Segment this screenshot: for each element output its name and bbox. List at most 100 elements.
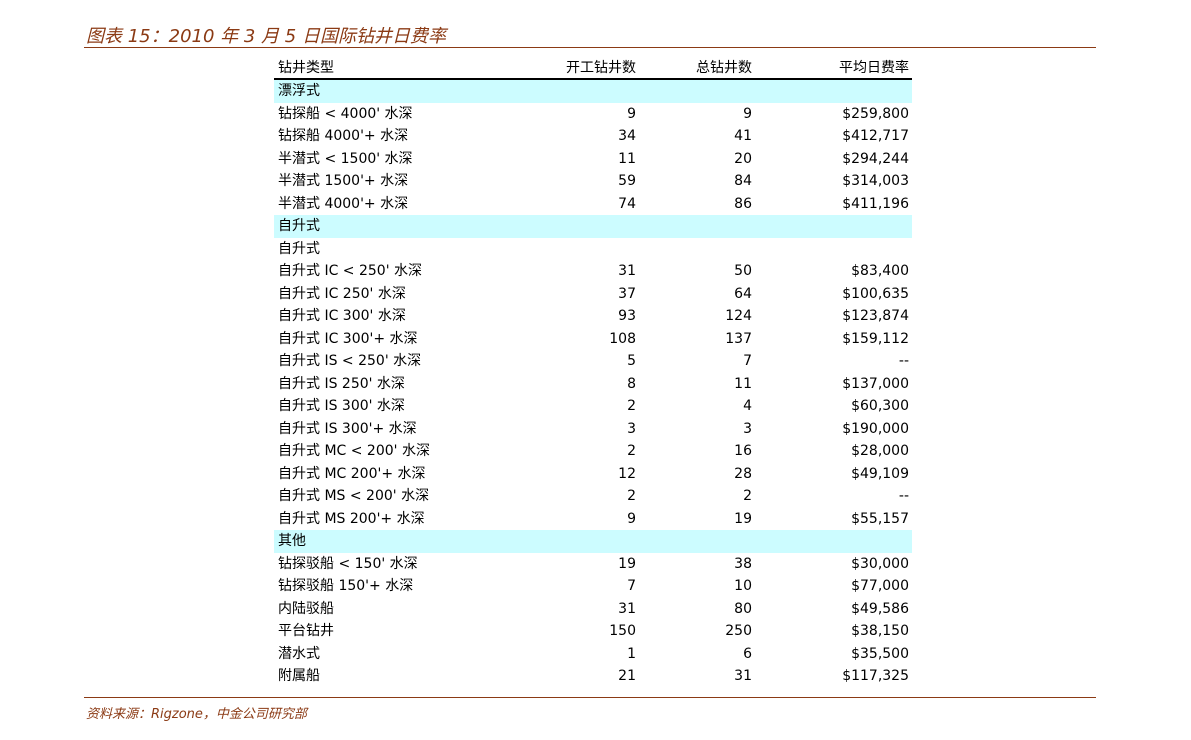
cell-total-rigs: 4 — [743, 398, 752, 415]
cell-total-rigs: 2 — [743, 488, 752, 505]
cell-active-rigs: 59 — [618, 173, 636, 190]
cell-active-rigs: 31 — [618, 263, 636, 280]
cell-rig-type: 自升式 — [278, 240, 320, 257]
cell-avg-day-rate: $190,000 — [842, 420, 909, 437]
cell-rig-type: 自升式 IS 300' 水深 — [278, 398, 405, 415]
table-body: 漂浮式钻探船 < 4000' 水深 9 9 $259,800 钻探船 4000'+ 水深… — [274, 80, 912, 688]
cell-active-rigs: 19 — [618, 555, 636, 572]
table-row: 半潜式 < 1500' 水深 11 20 $294,244 — [274, 148, 912, 171]
cell-avg-day-rate: $60,300 — [851, 398, 909, 415]
cell-total-rigs: 38 — [734, 555, 752, 572]
section-row: 漂浮式 — [274, 80, 912, 103]
cell-active-rigs: 34 — [618, 128, 636, 145]
table-header: 钻井类型 开工钻井数 总钻井数 平均日费率 — [274, 58, 912, 80]
cell-avg-day-rate: $259,800 — [842, 105, 909, 122]
cell-active-rigs: 2 — [627, 443, 636, 460]
cell-total-rigs: 28 — [734, 465, 752, 482]
cell-active-rigs: 9 — [627, 510, 636, 527]
cell-active-rigs: 5 — [627, 353, 636, 370]
cell-rig-type: 自升式 MC 200'+ 水深 — [278, 465, 426, 482]
cell-rig-type: 自升式 MC < 200' 水深 — [278, 443, 430, 460]
cell-avg-day-rate: -- — [898, 488, 909, 505]
cell-rig-type: 自升式 IS 250' 水深 — [278, 375, 405, 392]
cell-rig-type: 自升式 IS < 250' 水深 — [278, 353, 422, 370]
cell-total-rigs: 137 — [725, 330, 752, 347]
cell-avg-day-rate: $49,586 — [851, 600, 909, 617]
cell-rig-type: 钻探船 4000'+ 水深 — [278, 128, 409, 145]
cell-active-rigs: 2 — [627, 398, 636, 415]
table-row: 半潜式 4000'+ 水深 74 86 $411,196 — [274, 193, 912, 216]
cell-active-rigs: 3 — [627, 420, 636, 437]
cell-total-rigs: 7 — [743, 353, 752, 370]
section-row: 自升式 — [274, 215, 912, 238]
cell-total-rigs: 64 — [734, 285, 752, 302]
cell-rig-type: 自升式 IC < 250' 水深 — [278, 263, 423, 280]
cell-avg-day-rate: $100,635 — [842, 285, 909, 302]
cell-total-rigs: 250 — [725, 623, 752, 640]
cell-avg-day-rate: $314,003 — [842, 173, 909, 190]
cell-rig-type: 潜水式 — [278, 645, 320, 662]
cell-total-rigs: 10 — [734, 578, 752, 595]
cell-active-rigs: 74 — [618, 195, 636, 212]
bottom-divider — [84, 697, 1096, 698]
cell-avg-day-rate: $137,000 — [842, 375, 909, 392]
cell-avg-day-rate: $77,000 — [851, 578, 909, 595]
col-header-avg-day-rate: 平均日费率 — [839, 60, 909, 76]
cell-active-rigs: 150 — [609, 623, 636, 640]
cell-avg-day-rate: $294,244 — [842, 150, 909, 167]
cell-rig-type: 半潜式 1500'+ 水深 — [278, 173, 409, 190]
cell-total-rigs: 20 — [734, 150, 752, 167]
cell-rig-type: 自升式 IS 300'+ 水深 — [278, 420, 417, 437]
cell-active-rigs: 11 — [618, 150, 636, 167]
cell-rig-type: 自升式 IC 300' 水深 — [278, 308, 406, 325]
cell-rig-type: 自升式 IC 300'+ 水深 — [278, 330, 418, 347]
cell-avg-day-rate: $83,400 — [851, 263, 909, 280]
cell-rig-type: 附属船 — [278, 668, 320, 685]
cell-rig-type: 半潜式 < 1500' 水深 — [278, 150, 413, 167]
cell-rig-type: 半潜式 4000'+ 水深 — [278, 195, 409, 212]
cell-rig-type: 内陆驳船 — [278, 600, 334, 617]
cell-total-rigs: 124 — [725, 308, 752, 325]
cell-avg-day-rate: $35,500 — [851, 645, 909, 662]
cell-total-rigs: 86 — [734, 195, 752, 212]
figure-title: 图表 15：2010 年 3 月 5 日国际钻井日费率 — [86, 26, 446, 47]
cell-avg-day-rate: $411,196 — [842, 195, 909, 212]
cell-rig-type: 自升式 — [278, 218, 320, 235]
cell-active-rigs: 12 — [618, 465, 636, 482]
cell-avg-day-rate: $49,109 — [851, 465, 909, 482]
cell-rig-type: 其他 — [278, 533, 306, 550]
cell-active-rigs: 8 — [627, 375, 636, 392]
cell-rig-type: 钻探驳船 < 150' 水深 — [278, 555, 418, 572]
cell-rig-type: 自升式 IC 250' 水深 — [278, 285, 406, 302]
cell-avg-day-rate: $38,150 — [851, 623, 909, 640]
section-row: 其他 — [274, 530, 912, 553]
cell-active-rigs: 108 — [609, 330, 636, 347]
cell-avg-day-rate: $412,717 — [842, 128, 909, 145]
cell-avg-day-rate: $117,325 — [842, 668, 909, 685]
cell-total-rigs: 16 — [734, 443, 752, 460]
cell-active-rigs: 2 — [627, 488, 636, 505]
cell-total-rigs: 19 — [734, 510, 752, 527]
cell-rig-type: 钻探船 < 4000' 水深 — [278, 105, 413, 122]
cell-rig-type: 钻探驳船 150'+ 水深 — [278, 578, 414, 595]
cell-avg-day-rate: -- — [898, 353, 909, 370]
table-row: 自升式 IC 300' 水深 93 124 $123,874 — [274, 305, 912, 328]
cell-avg-day-rate: $123,874 — [842, 308, 909, 325]
cell-avg-day-rate: $55,157 — [851, 510, 909, 527]
cell-active-rigs: 9 — [627, 105, 636, 122]
cell-active-rigs: 93 — [618, 308, 636, 325]
table-row: 钻探船 4000'+ 水深 34 41 $412,717 — [274, 125, 912, 148]
cell-total-rigs: 41 — [734, 128, 752, 145]
cell-rig-type: 平台钻井 — [278, 623, 334, 640]
